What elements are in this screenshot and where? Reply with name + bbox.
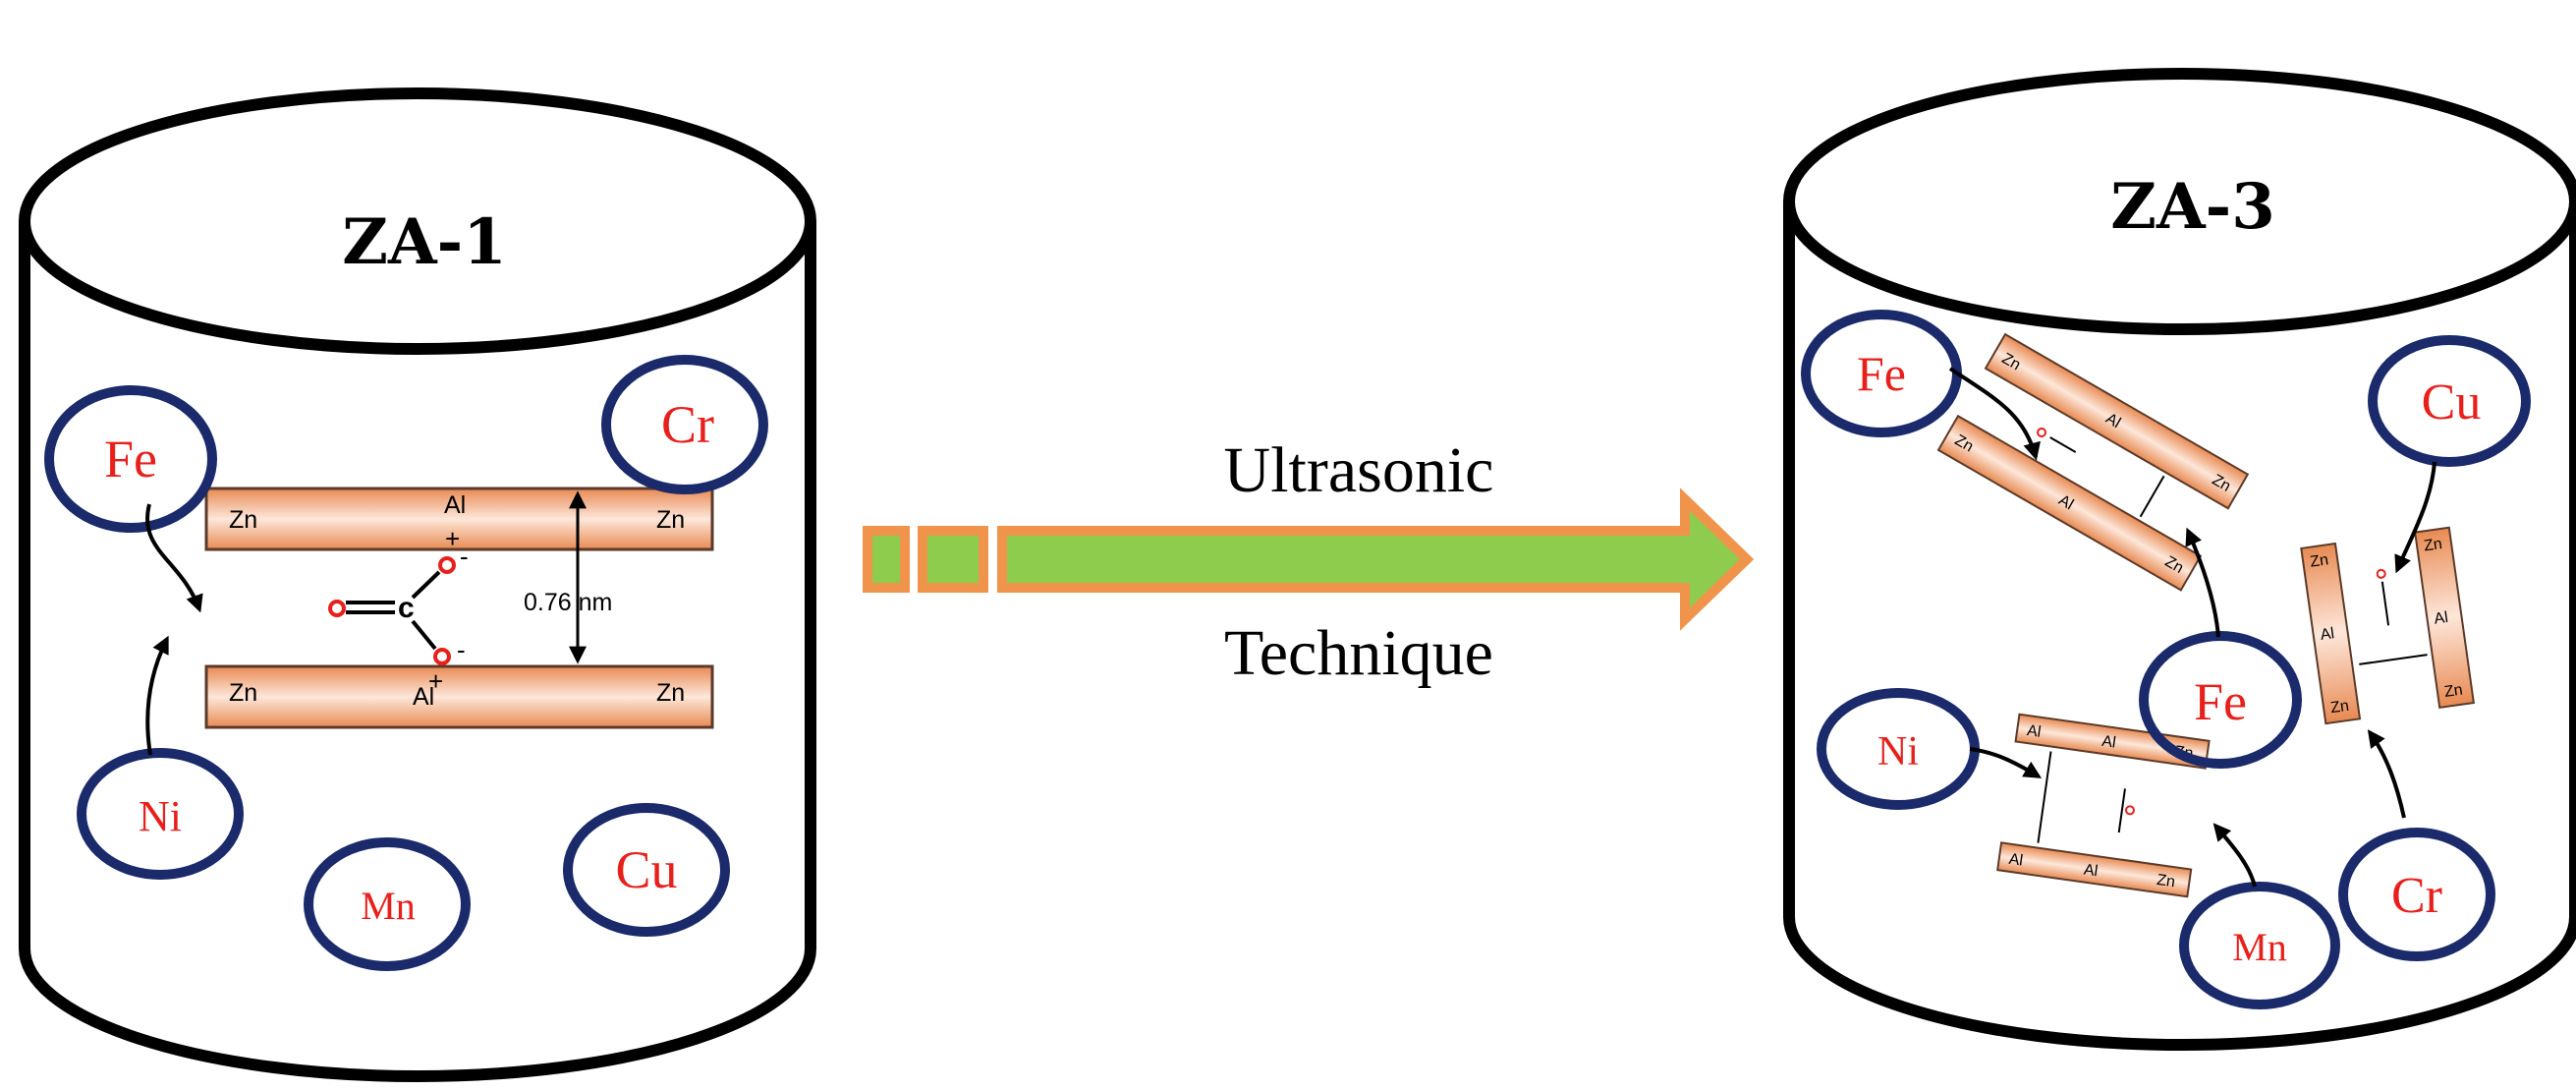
svg-text:Al: Al (2100, 733, 2116, 752)
carbonate-bottom-minus: - (457, 635, 466, 664)
fe-top-label: Fe (1857, 346, 1906, 401)
fe-top-arrow (1948, 367, 2041, 461)
left-cylinder-top (19, 87, 816, 355)
cr-ring-right (2338, 828, 2495, 961)
svg-text:Al: Al (2434, 609, 2449, 628)
fe-arrow (145, 503, 203, 613)
top-layer-charge: + (445, 524, 460, 553)
process-arrow: Ultrasonic Technique (863, 434, 1755, 689)
cu-ring (563, 803, 730, 937)
fe-mid-ring (2139, 631, 2302, 769)
arrow-dash-2 (918, 526, 988, 593)
arrow-body (997, 488, 1755, 631)
top-layer-left-zn: Zn (229, 506, 257, 534)
ldh-fragment-1: Zn Al Zn Zn Al Zn (1936, 332, 2250, 592)
svg-text:Zn: Zn (2309, 551, 2329, 570)
carbonate-anion: c - - (328, 542, 469, 665)
ni-label: Ni (139, 792, 182, 840)
bottom-layer-left-zn: Zn (229, 679, 257, 707)
process-label-technique: Technique (1224, 617, 1493, 689)
cr-label: Cr (661, 395, 714, 454)
fe-label: Fe (104, 430, 157, 488)
top-layer (204, 487, 714, 551)
top-layer-al: Al (444, 491, 466, 519)
carbonate-carbon: c (398, 592, 415, 624)
cu-label: Cu (615, 840, 677, 899)
arrow-dash-1 (863, 526, 910, 593)
ldh-fragment-3: Al Al Zn Al Al Zn (1996, 713, 2211, 898)
right-cylinder-top (1783, 68, 2576, 335)
cr-ring (601, 355, 768, 494)
left-cylinder: ZA-1 Zn Al Zn + Zn Al Zn + c - (19, 87, 816, 1082)
cu-arrow (2394, 461, 2436, 574)
top-layer-right-zn: Zn (656, 506, 685, 534)
mn-ring-right (2179, 882, 2340, 1009)
ldh-fragment-2: Zn Al Zn Zn Al Zn (2300, 526, 2475, 725)
svg-text:Zn: Zn (2329, 698, 2350, 717)
right-cylinder: ZA-3 Zn Al Zn Zn Al Zn Zn Al Zn Zn Al Zn (1783, 68, 2576, 1051)
svg-text:Al: Al (2320, 625, 2335, 644)
cr-label-right: Cr (2391, 868, 2442, 924)
fe-ring (44, 385, 217, 533)
mn-ring (304, 837, 471, 971)
right-cylinder-title: ZA-3 (2110, 170, 2274, 244)
svg-text:Al: Al (2026, 722, 2042, 741)
fe-mid-label: Fe (2194, 672, 2247, 731)
ni-arrow-right (1969, 747, 2043, 778)
process-label-ultrasonic: Ultrasonic (1224, 434, 1494, 506)
bottom-layer-right-zn: Zn (656, 679, 685, 707)
mn-label: Mn (361, 884, 416, 928)
interlayer-spacing-label: 0.76 nm (524, 589, 612, 616)
mn-arrow-right (2212, 823, 2257, 888)
bottom-layer (204, 664, 714, 729)
ni-label-right: Ni (1877, 729, 1919, 775)
svg-text:Zn: Zn (2156, 872, 2176, 890)
bottom-layer-al: Al (413, 683, 434, 711)
svg-text:Zn: Zn (2443, 682, 2464, 701)
svg-text:Zn: Zn (2423, 536, 2443, 554)
fe-mid-arrow (2185, 527, 2220, 638)
svg-text:Al: Al (2008, 851, 2024, 870)
svg-text:Al: Al (2083, 861, 2099, 880)
cu-ring-right (2368, 335, 2531, 467)
carbonate-top-minus: - (460, 542, 469, 571)
ni-arrow (145, 635, 169, 756)
left-cylinder-body (19, 221, 816, 1082)
bottom-layer-charge: + (428, 666, 443, 696)
left-cylinder-title: ZA-1 (342, 205, 506, 279)
ni-ring (77, 748, 244, 880)
mn-label-right: Mn (2232, 925, 2287, 969)
left-ldh-structure: Zn Al Zn + Zn Al Zn + c - - (204, 487, 714, 729)
cr-arrow-right (2367, 729, 2406, 819)
cu-label-right: Cu (2422, 374, 2482, 431)
